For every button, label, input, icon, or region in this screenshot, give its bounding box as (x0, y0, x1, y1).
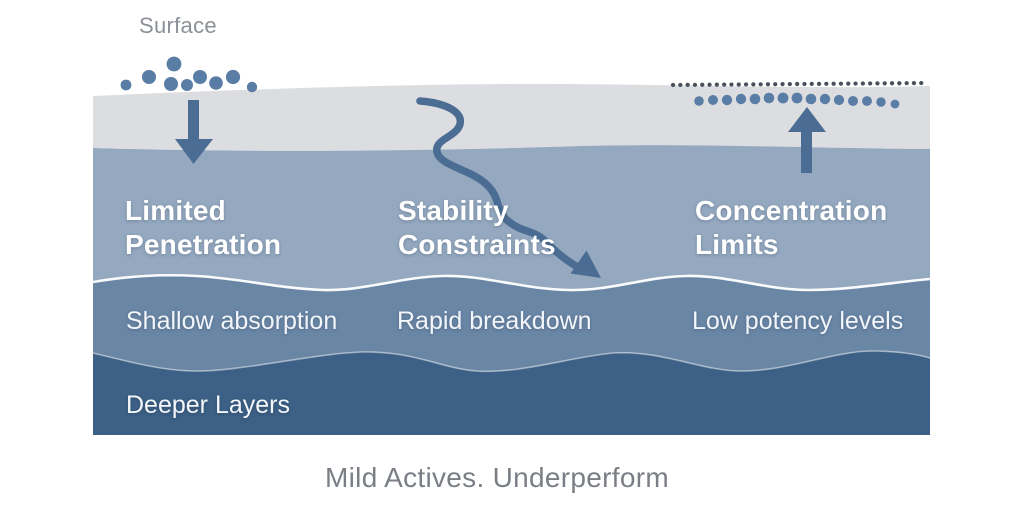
upper-middle-wave-line (92, 273, 931, 292)
column-heading-concentration-limits: Concentration Limits (695, 195, 888, 260)
column-heading-stability-constraints: Stability Constraints (398, 195, 556, 260)
deep-layer (93, 351, 930, 435)
caption: Mild Actives. Underperform (325, 462, 669, 493)
column-detail-low-potency: Low potency levels (692, 307, 904, 335)
column-heading-limited-penetration: Limited Penetration (125, 195, 282, 260)
particle-row-icon (694, 92, 900, 109)
deep-layer-label: Deeper Layers (126, 391, 290, 419)
surface-label: Surface (139, 13, 217, 38)
surface-film-layer (93, 83, 930, 151)
middle-deep-wave-line (92, 350, 931, 373)
upper-layer (93, 145, 930, 291)
column-detail-shallow-absorption: Shallow absorption (126, 307, 338, 335)
middle-layer (93, 275, 930, 372)
squiggle-arrow-icon (416, 97, 601, 278)
arrow-down-icon (175, 100, 213, 164)
column-detail-rapid-breakdown: Rapid breakdown (397, 307, 592, 335)
arrow-up-icon (788, 107, 826, 173)
particle-cluster-icon (120, 56, 258, 93)
dotted-limit-line (670, 80, 931, 88)
